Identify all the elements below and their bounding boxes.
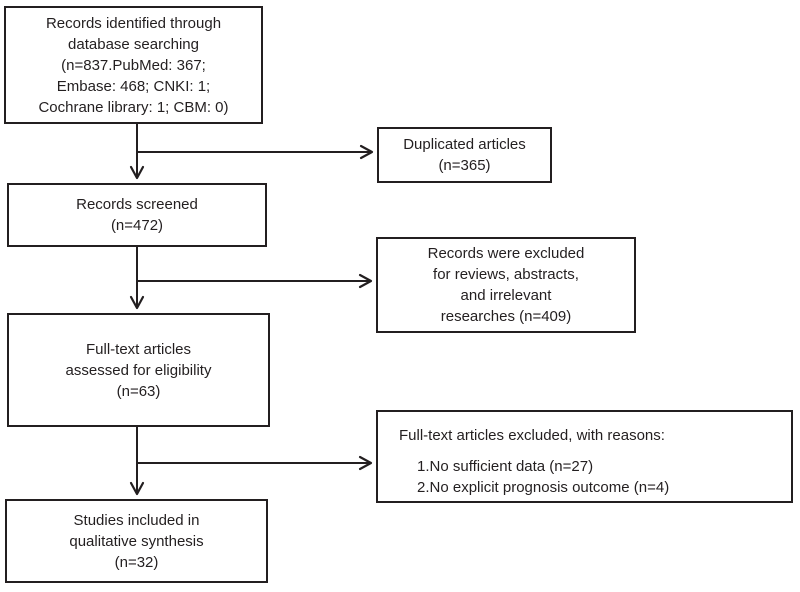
box-text-line: and irrelevant	[460, 287, 552, 304]
box-text-line: assessed for eligibility	[65, 361, 212, 379]
box-text-line: (n=472)	[110, 217, 164, 234]
exclusion-reasons-list: 1.No sufficient data (n=27) 2.No explici…	[417, 456, 669, 498]
box-title-line: Full-text articles excluded, with reason…	[399, 427, 665, 444]
box-text-line: Embase: 468; CNKI: 1;	[56, 77, 211, 95]
box-fulltext-assessed: Full-text articles assessed for eligibil…	[7, 313, 270, 427]
box-text-line: Records were excluded	[427, 245, 585, 262]
box-text-line: Cochrane library: 1; CBM: 0)	[38, 98, 229, 116]
box-records-identified: Records identified through database sear…	[4, 6, 263, 124]
box-records-screened: Records screened (n=472)	[7, 183, 267, 247]
box-text-line: for reviews, abstracts,	[433, 266, 579, 283]
box-text-line: qualitative synthesis	[69, 532, 204, 550]
box-duplicated-articles: Duplicated articles (n=365)	[377, 127, 552, 183]
box-records-excluded: Records were excluded for reviews, abstr…	[376, 237, 636, 333]
exclusion-reason: 2.No explicit prognosis outcome (n=4)	[417, 479, 670, 496]
box-text-line: Full-text articles	[85, 340, 192, 358]
box-text-line: Records identified through	[45, 14, 222, 32]
box-text-line: Duplicated articles	[403, 136, 526, 153]
box-text-line: (n=63)	[116, 382, 161, 400]
box-text-line: Studies included in	[73, 511, 200, 529]
box-text-line: (n=32)	[114, 553, 159, 571]
box-fulltext-excluded: Full-text articles excluded, with reason…	[376, 410, 793, 503]
box-text-line: (n=837.PubMed: 367;	[61, 56, 206, 74]
box-text-line: Records screened	[76, 196, 198, 213]
box-studies-included: Studies included in qualitative synthesi…	[5, 499, 268, 583]
exclusion-reason: 1.No sufficient data (n=27)	[417, 458, 594, 475]
box-text-line: database searching	[68, 35, 199, 53]
box-text-line: researches (n=409)	[440, 308, 572, 325]
box-text-line: (n=365)	[438, 157, 491, 174]
